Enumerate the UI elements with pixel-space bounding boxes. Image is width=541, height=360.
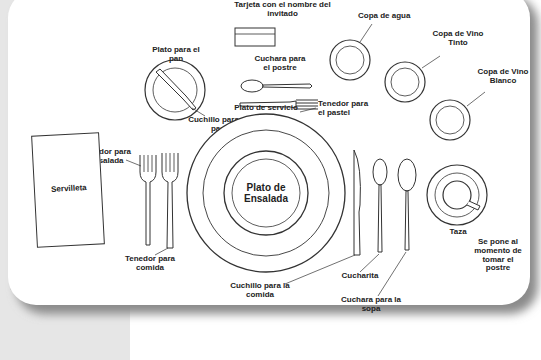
part-label: Plato para el pan: [148, 46, 204, 64]
place-card: [235, 28, 275, 46]
bread-knife: [156, 69, 196, 110]
place-card-fold: [235, 34, 275, 35]
dinner-fork: [162, 153, 178, 248]
dessert-spoon-handle: [263, 84, 312, 88]
node-label: Plato de servicio: [216, 104, 316, 113]
teaspoon-handle: [378, 185, 382, 252]
part-label: Tenedor para comida: [118, 255, 182, 273]
leader-line: [422, 56, 440, 68]
soup-spoon-handle: [405, 191, 409, 250]
leader-line: [300, 108, 316, 112]
plate-inner-ring: [203, 130, 329, 256]
leader-line: [360, 24, 372, 42]
bread-plate-rim: [153, 68, 197, 112]
plate-rim: [187, 114, 345, 272]
teaspoon-bowl: [373, 159, 387, 185]
dessert-fork-tines: [296, 100, 318, 109]
salad-fork: [140, 155, 156, 245]
leader-line: [360, 254, 379, 272]
salad-fork-tines: [144, 155, 152, 172]
service-plate: Plato de servicioPlato de Ensalada: [186, 113, 346, 273]
leader-line: [192, 108, 205, 116]
part-label: Cucharita: [335, 272, 385, 281]
leader-line: [378, 252, 406, 296]
cup-handle: [467, 201, 480, 210]
dessert-spoon-bowl: [241, 80, 263, 92]
white-wine-glass-rim: [436, 106, 464, 134]
part-label: Taza: [440, 228, 476, 237]
dinner-fork-tines: [166, 153, 174, 172]
part-label: Cuchillo para la comida: [222, 282, 298, 300]
saucer-rim: [435, 173, 479, 217]
salad-plate: Plato de Ensalada: [223, 150, 309, 236]
water-glass-rim: [336, 46, 364, 74]
cup: [443, 181, 471, 209]
soup-spoon-bowl: [398, 159, 416, 191]
part-label: Tarjeta con el nombre del invitado: [220, 1, 345, 19]
part-label: Copa de Vino Tinto: [428, 30, 488, 48]
red-wine-glass-rim: [391, 68, 419, 96]
leader-line: [467, 92, 485, 106]
white-wine-glass: [430, 100, 470, 140]
leader-line: [126, 160, 141, 166]
napkin-box: Servilleta: [31, 132, 105, 247]
plate-rim: [224, 151, 308, 235]
bread-plate: [145, 60, 205, 120]
dinner-knife: [354, 150, 360, 255]
part-label: Tenedor para el pastel: [318, 100, 376, 118]
plate-inner-ring: [232, 159, 300, 227]
card-background: [8, 0, 530, 305]
saucer: [427, 165, 487, 225]
red-wine-glass: [385, 62, 425, 102]
water-glass: [330, 40, 370, 80]
part-label: Copa de Vino Blanco: [474, 68, 532, 86]
leader-line: [155, 248, 168, 255]
part-label: Cuchara para el postre: [250, 55, 310, 73]
part-label: Copa de agua: [358, 12, 428, 21]
part-label: Se pone al momento de tomar el postre: [470, 238, 526, 273]
part-label: Cuchara para la sopa: [340, 296, 402, 314]
node-label: Plato de Ensalada: [231, 182, 301, 204]
node-label: Servilleta: [37, 183, 101, 195]
